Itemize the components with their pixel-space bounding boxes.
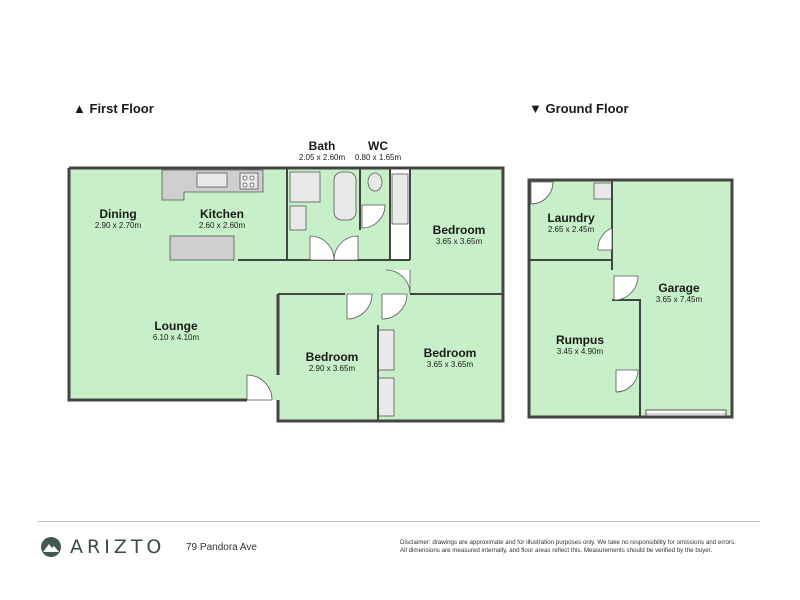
kitchen-island	[169, 235, 235, 261]
door-bath-2	[333, 235, 359, 261]
room-dims: 2.60 x 2.60m	[198, 221, 246, 230]
door-swings	[246, 181, 639, 401]
mountain-logo-icon	[41, 537, 61, 557]
ground-floor-title: ▼ Ground Floor	[529, 101, 629, 116]
room-name: Bedroom	[305, 350, 359, 364]
room-name: Bath	[308, 139, 336, 153]
footer-divider	[38, 521, 760, 522]
door-wc	[361, 204, 386, 229]
room-dims: 3.45 x 4.90m	[556, 347, 604, 356]
laundry-tub-icon	[593, 182, 613, 200]
room-label-bedroom-se: Bedroom 3.65 x 3.65m	[424, 346, 477, 370]
room-name: Rumpus	[556, 333, 604, 347]
room-dims: 2.90 x 3.65m	[308, 364, 356, 373]
room-name: Laundry	[547, 211, 595, 225]
door-laundry-ext	[530, 181, 554, 205]
room-label-kitchen: Kitchen 2.60 x 2.60m	[199, 207, 245, 231]
fixtures	[161, 169, 613, 417]
door-ne-bedroom	[385, 269, 411, 295]
brand-logo: ARIZTO	[40, 536, 165, 558]
disclaimer-line-1: Disclaimer: drawings are approximate and…	[400, 539, 736, 546]
room-label-bath: Bath 2.05 x 2.60m	[299, 139, 345, 163]
bedroom-center-fill	[278, 294, 378, 421]
room-name: Bedroom	[432, 223, 486, 237]
room-label-wc: WC 0.80 x 1.65m	[355, 139, 401, 163]
room-name: Kitchen	[199, 207, 244, 221]
room-dims: 3.65 x 3.65m	[435, 237, 483, 246]
room-label-rumpus: Rumpus 3.45 x 4.90m	[556, 333, 604, 357]
property-address: 79 Pandora Ave	[186, 542, 257, 553]
room-name: Garage	[658, 281, 700, 295]
disclaimer: Disclaimer: drawings are approximate and…	[400, 539, 760, 555]
triangle-down-icon: ▼	[529, 101, 542, 116]
room-dims: 2.05 x 2.60m	[298, 153, 346, 162]
room-label-dining: Dining 2.90 x 2.70m	[95, 207, 141, 231]
first-floor-title-text: First Floor	[89, 101, 154, 116]
door-rumpus-garage	[615, 369, 639, 393]
room-label-bedroom-ne: Bedroom 3.65 x 3.65m	[433, 223, 486, 247]
room-name: Bedroom	[423, 346, 477, 360]
room-dims: 2.90 x 2.70m	[94, 221, 142, 230]
room-label-garage: Garage 3.65 x 7.45m	[656, 281, 702, 305]
room-dims: 6.10 x 4.10m	[152, 333, 200, 342]
room-label-lounge: Lounge 6.10 x 4.10m	[153, 319, 199, 343]
bathtub-icon	[333, 171, 357, 221]
first-floor-title: ▲ First Floor	[73, 101, 154, 116]
walls	[67, 166, 734, 423]
door-laundry-garage	[597, 227, 613, 251]
triangle-up-icon: ▲	[73, 101, 86, 116]
first-floor-main-fill	[69, 168, 503, 400]
bedroom-se-fill	[378, 294, 503, 421]
bath-vanity-icon	[289, 205, 307, 231]
wardrobe-center	[377, 329, 395, 371]
room-name: Dining	[99, 207, 137, 221]
room-label-bedroom-center: Bedroom 2.90 x 3.65m	[306, 350, 359, 374]
brand-name: ARIZTO	[70, 536, 166, 558]
wardrobe-ne	[391, 173, 409, 225]
room-name: Lounge	[154, 319, 198, 333]
door-garage-rumpus	[613, 275, 639, 301]
toilet-icon	[367, 172, 383, 192]
room-label-laundry: Laundry 2.65 x 2.45m	[547, 211, 594, 235]
room-name: WC	[368, 139, 388, 153]
room-dims: 0.80 x 1.65m	[354, 153, 402, 162]
door-bedroom-se	[381, 293, 408, 320]
sink-icon	[196, 172, 228, 188]
room-dims: 2.65 x 2.45m	[547, 225, 595, 234]
wardrobe-se	[377, 377, 395, 417]
shower-icon	[289, 171, 321, 203]
door-lounge	[246, 374, 273, 401]
ground-floor-title-text: Ground Floor	[545, 101, 629, 116]
room-dims: 3.65 x 7.45m	[655, 295, 703, 304]
room-dims: 3.65 x 3.65m	[426, 360, 474, 369]
door-bedroom-center	[346, 293, 373, 320]
cooktop-icon	[239, 172, 259, 190]
disclaimer-line-2: All dimensions are measured internally, …	[400, 547, 713, 554]
